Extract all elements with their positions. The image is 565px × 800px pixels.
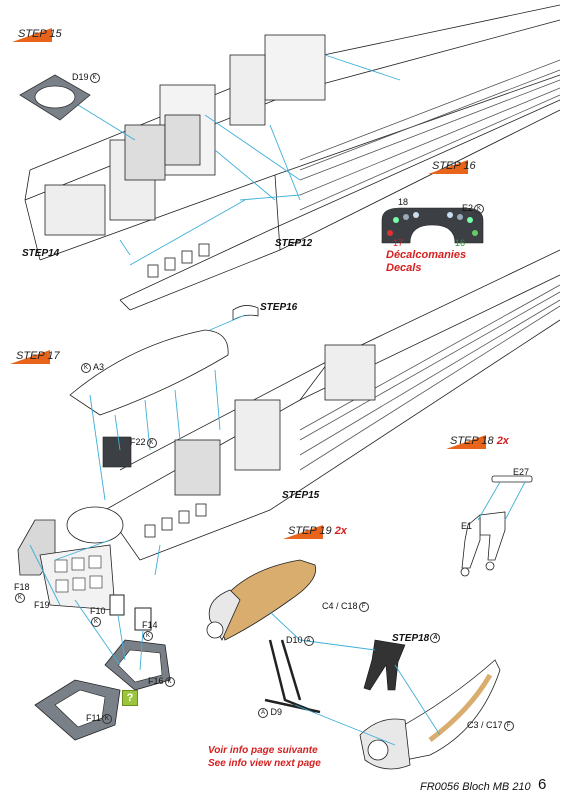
f-badge: F [503, 720, 514, 731]
decals-caption-en: Decals [386, 262, 422, 274]
step15-ref-label: STEP15 [282, 490, 320, 501]
c4c18-part-code: C4 / C18 [322, 601, 358, 611]
d19-part-code: D19 [72, 72, 89, 82]
step15-label: STEP 15 [18, 28, 62, 40]
help-icon[interactable]: ? [122, 690, 138, 706]
k-badge: K [146, 437, 157, 448]
d19-part [19, 74, 91, 121]
decals-caption-fr: Décalcomanies [386, 249, 467, 261]
f10-part-code: F10 [90, 606, 106, 616]
decal-17: 17 [393, 238, 404, 248]
step18-text: STEP 18 [450, 435, 494, 447]
a-badge: A [303, 635, 314, 646]
step18-part [363, 639, 406, 691]
k-badge: K [143, 630, 153, 641]
e27-label: E27 [513, 467, 530, 477]
k-badge: K [81, 362, 91, 373]
c3c17-part-code: C3 / C17 [467, 720, 503, 730]
f11-part-code: F11 [86, 713, 101, 723]
a3-label: K A3 [80, 362, 104, 373]
f16-part-code: F16 [148, 676, 164, 686]
a3-part-code: A3 [93, 362, 105, 372]
k-badge: K [101, 713, 112, 724]
decal-16: 16 [455, 238, 466, 248]
d9-part-code: D9 [270, 707, 283, 717]
step19-text: STEP 19 [288, 525, 332, 537]
canopy-a3 [69, 329, 229, 416]
d10-part-code: D10 [286, 635, 303, 645]
f14-part-code: F14 [142, 620, 158, 630]
instrument-panel-decal [381, 207, 484, 244]
step16-label: STEP 16 [432, 160, 476, 172]
step14-label: STEP14 [22, 248, 60, 259]
step18-label: STEP 18 2x [450, 435, 509, 447]
step18-multiplier: 2x [496, 435, 509, 447]
f22-part-code: F22 [130, 437, 146, 447]
step19-flag [283, 525, 323, 539]
nacelle-lower [394, 659, 501, 761]
step16-ref-label: STEP16 [260, 302, 298, 313]
f10-part [109, 594, 125, 616]
f18-part-code: F18 [14, 582, 30, 592]
step18-ref-text: STEP18 [392, 633, 430, 644]
step16-flag [428, 160, 468, 174]
step15-flag [12, 28, 52, 42]
footer-title: FR0056 Bloch MB 210 [420, 781, 531, 793]
nacelle-upper [214, 559, 317, 641]
top-fuselage [24, 4, 561, 311]
k-badge: K [89, 72, 100, 83]
k-badge: K [91, 616, 101, 627]
info-note-en: See info view next page [208, 758, 321, 769]
d9-label: A D9 [257, 707, 282, 718]
k-badge: K [15, 592, 25, 603]
a-badge: A [430, 633, 441, 644]
step19-label: STEP 19 2x [288, 525, 347, 537]
page-number: 6 [538, 776, 547, 793]
f19-label: F19 [34, 600, 50, 610]
step17-label: STEP 17 [16, 350, 60, 362]
k-badge: K [164, 676, 175, 687]
f22-part [102, 436, 132, 468]
decal-18: 18 [398, 197, 409, 207]
top-guide-lines [69, 54, 401, 266]
info-note-fr: Voir info page suivante [208, 745, 318, 756]
e2-part-code: E2 [462, 203, 474, 213]
step12-label: STEP12 [275, 238, 313, 249]
step17-flag [10, 350, 50, 364]
step19-multiplier: 2x [334, 525, 347, 537]
f-badge: F [358, 601, 369, 612]
step18-flag [446, 435, 486, 449]
nose-ring [66, 506, 124, 544]
a-badge: A [258, 707, 268, 718]
k-badge: K [474, 203, 485, 214]
e1-label: E1 [461, 521, 473, 531]
